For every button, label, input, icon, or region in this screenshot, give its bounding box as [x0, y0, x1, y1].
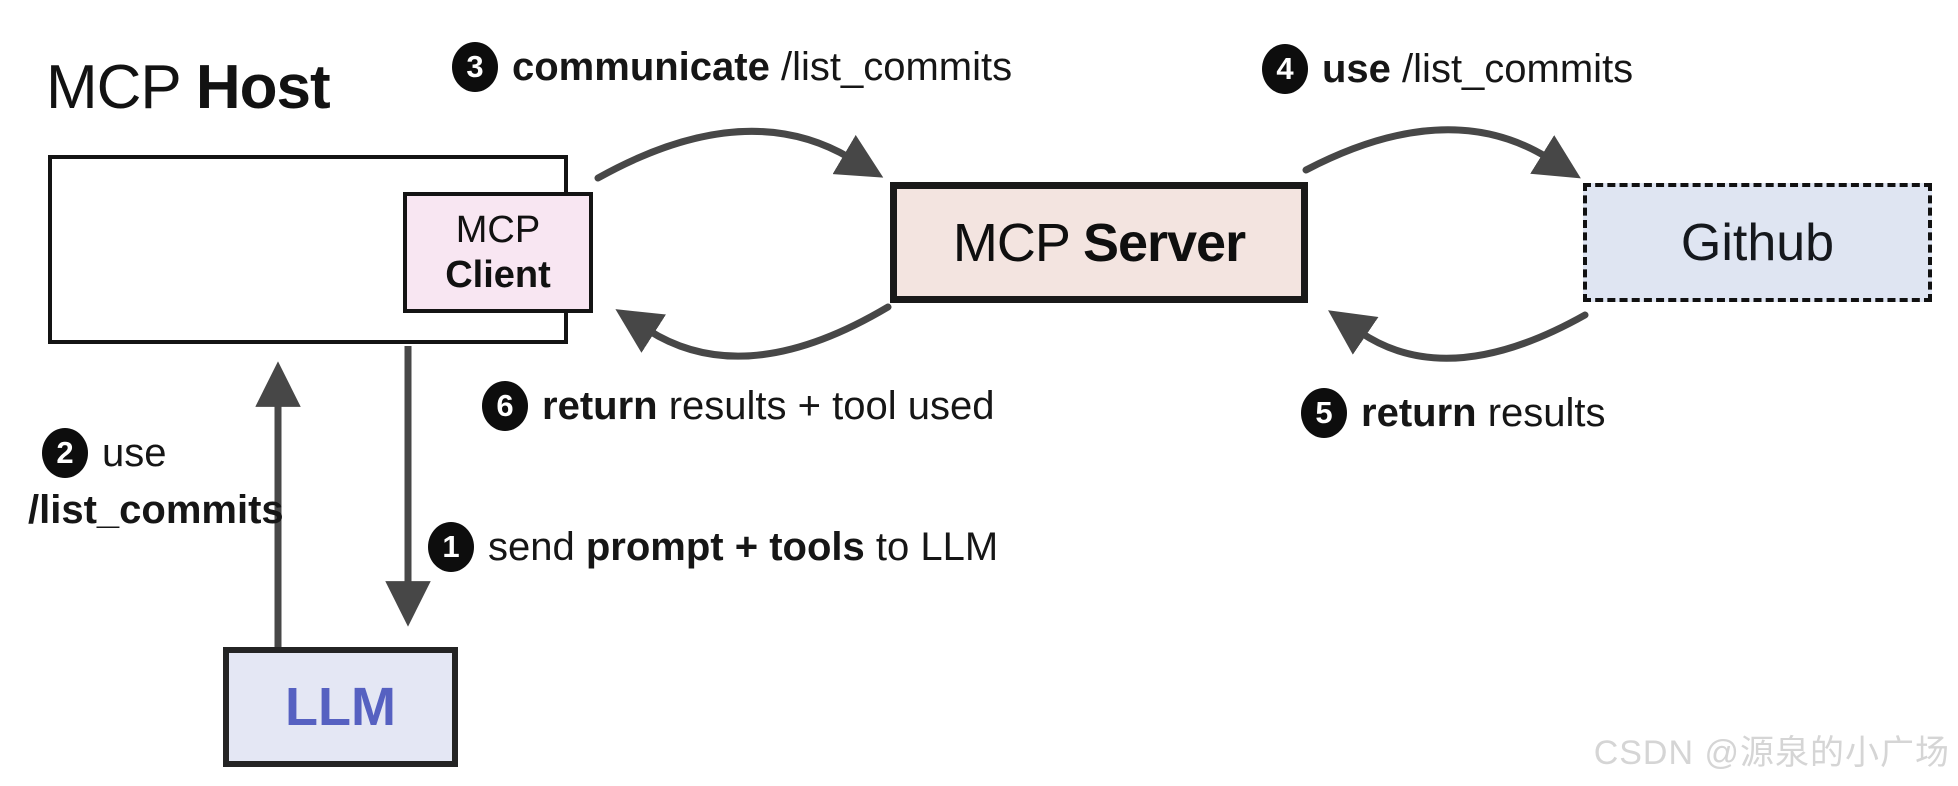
step-6-badge: 6 — [482, 381, 528, 431]
step-5-text-rest: results — [1476, 390, 1606, 435]
step-3-text-rest: /list_commits — [769, 44, 1013, 89]
step-4-badge: 4 — [1262, 44, 1308, 94]
step-5-text-bold: return — [1361, 390, 1477, 435]
mcp-client-box: MCP Client — [403, 192, 593, 313]
step-3-text-bold: communicate — [512, 44, 770, 89]
step-5-label: 5 return results — [1301, 388, 1606, 438]
step-1-text-bold: prompt + tools — [585, 524, 865, 569]
step-1-text: send prompt + tools to LLM — [488, 525, 998, 570]
github-box: Github — [1583, 183, 1932, 302]
step-4-text-bold: use — [1322, 46, 1391, 91]
step-4-text: use /list_commits — [1322, 47, 1633, 92]
step-2-text-bold: /list_commits — [28, 488, 284, 532]
mcp-client-label: MCP Client — [445, 208, 551, 298]
mcp-server-box: MCP Server — [890, 182, 1308, 303]
watermark: CSDN @源泉的小广场 — [1593, 734, 1950, 772]
diagram-title-bold: Host — [195, 53, 331, 122]
step-5-text: return results — [1361, 391, 1606, 436]
arrow-server-to-client — [615, 303, 892, 360]
diagram-title-normal: MCP — [46, 53, 196, 122]
step-1-badge: 1 — [428, 522, 474, 572]
step-3-badge: 3 — [452, 42, 498, 92]
step-6-text-bold: return — [542, 383, 658, 428]
step-1-text-pre: send — [488, 524, 586, 569]
mcp-server-label-bold: Server — [1082, 212, 1246, 273]
step-6-text-rest: results + tool used — [657, 383, 995, 428]
llm-label: LLM — [285, 677, 396, 737]
arrow-client-to-server — [594, 127, 884, 182]
llm-box: LLM — [223, 647, 458, 767]
mcp-client-label-line2: Client — [445, 253, 551, 296]
step-2-row1: 2 use — [42, 428, 284, 478]
step-1-label: 1 send prompt + tools to LLM — [428, 522, 998, 572]
arrow-github-to-server — [1328, 310, 1589, 362]
step-6-text: return results + tool used — [542, 384, 994, 429]
diagram-title: MCP Host — [46, 52, 331, 123]
mcp-client-label-line1: MCP — [455, 208, 541, 251]
step-4-label: 4 use /list_commits — [1262, 44, 1633, 94]
github-label: Github — [1680, 213, 1835, 272]
step-1-text-rest: to LLM — [864, 524, 999, 569]
mcp-server-label: MCP Server — [952, 212, 1246, 274]
step-4-text-rest: /list_commits — [1390, 46, 1634, 91]
step-6-label: 6 return results + tool used — [482, 381, 994, 431]
step-2-badge: 2 — [42, 428, 88, 478]
mcp-server-label-normal: MCP — [952, 212, 1083, 273]
step-3-label: 3 communicate /list_commits — [452, 42, 1012, 92]
step-3-text: communicate /list_commits — [512, 45, 1012, 90]
step-5-badge: 5 — [1301, 388, 1347, 438]
arrow-server-to-github — [1302, 126, 1581, 179]
step-2-text-pre: use — [102, 430, 167, 475]
step-2-label: 2 use /list_commits — [28, 428, 284, 533]
